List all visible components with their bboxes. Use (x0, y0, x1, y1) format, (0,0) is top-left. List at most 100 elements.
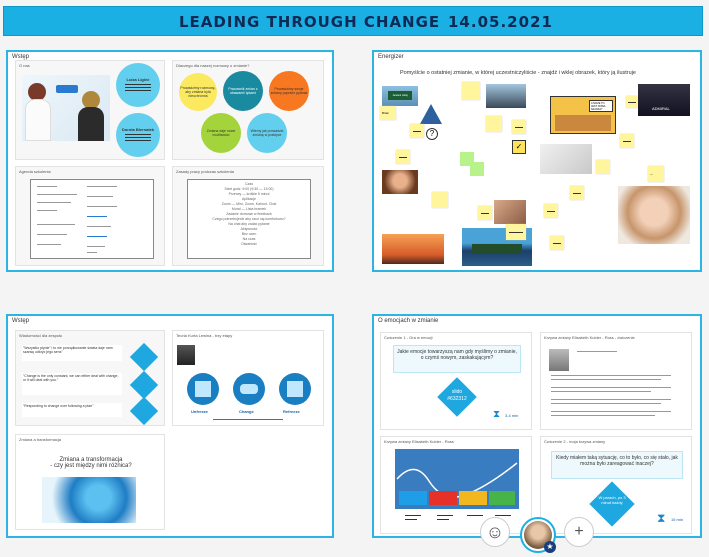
plus-icon: + (574, 523, 584, 540)
pairs-text: W parach, po 3 minut każdy (598, 495, 626, 505)
add-button[interactable]: + (564, 517, 594, 547)
energizer-prompt: Pomyślcie o ostatniej zmianie, w której … (400, 70, 636, 76)
stage-label: Unfreeze (191, 409, 208, 414)
frame-intro-bottom[interactable]: Wstęp Wiadomości dla zespołu "Wszystko p… (6, 314, 334, 538)
sticky-note[interactable] (432, 192, 448, 208)
sticky-note[interactable] (396, 150, 410, 164)
diamond-icon (129, 370, 159, 400)
hourglass-icon: ⧗ (657, 511, 666, 525)
header-banner: LEADING THROUGH CHANGE 14.05.2021 (3, 6, 703, 36)
card-exercise-2[interactable]: Ćwiczenie 2 - moja krzywa zmiany Kiedy m… (540, 436, 692, 534)
slido-diamond: slido #632312 (437, 377, 477, 417)
card-label: O nas (19, 63, 30, 68)
card-transformation[interactable]: Zmiana a transformacja Zmiana a transfor… (15, 434, 165, 530)
card-messages[interactable]: Wiadomości dla zespołu "Wszystko płynie"… (15, 330, 165, 426)
photo-sunset (382, 234, 444, 264)
photo-hand (494, 200, 526, 224)
exercise-1-question: Jakie emocje towarzyszą nam gdy myślimy … (393, 345, 521, 373)
card-label: Zasady pracy podczas szkolenia (176, 169, 234, 174)
quote-1: "Wszystko płynie" i to nie porządkowanie… (22, 345, 122, 361)
bubble-2: Pracownik zmian z obawami/ lękami (223, 71, 263, 111)
ice-cube-icon (187, 373, 219, 405)
smiley-icon: ☺ (485, 521, 505, 542)
card-kubler-curve[interactable]: Krzywa zmiany Elisabeth Kubler - Ross (380, 436, 532, 534)
avatar-button[interactable]: ★ (520, 517, 556, 553)
frame-intro-top[interactable]: Wstęp O nas Luiza Ligieć Dorota Biernate… (6, 50, 334, 272)
sticky-note[interactable] (570, 186, 584, 200)
quote-2: "Change is the only constant, we can eit… (22, 373, 122, 395)
frame-emotions[interactable]: O emocjach w zmianie Ćwiczenie 1 - Gra w… (372, 314, 702, 538)
card-agenda[interactable]: Agenda szkolenia (15, 166, 165, 266)
photo-question-mark: ? (426, 128, 438, 140)
bubble-4: Zmiana daje nowe możliwości (201, 113, 241, 153)
frame-title: Wstęp (12, 318, 30, 324)
sticky-note-green[interactable] (470, 162, 484, 176)
person2-name: Dorota Biernatek (121, 127, 155, 132)
agenda-table (30, 179, 154, 259)
card-lewin-model[interactable]: Teoria Kurta Lewina - trzy etapy Unfreez… (172, 330, 324, 426)
photo-angry-woman (618, 186, 690, 244)
card-label: Wiadomości dla zespołu (19, 333, 63, 338)
stage-label: Refreeze (283, 409, 300, 414)
photo-portrait (549, 349, 569, 371)
card-label: Zmiana a transformacja (19, 437, 62, 442)
card-exercise-1[interactable]: Ćwiczenie 1 - Gra w emocji Jakie emocje … (380, 332, 532, 430)
portrait-photo (177, 345, 195, 365)
sticky-note[interactable] (596, 160, 610, 174)
bubble-5: Wiemy jak prowadzić zmianę w praktyce (247, 113, 287, 153)
photo-checklist: ✓ (512, 140, 526, 154)
change-curve-graphic (395, 449, 519, 509)
card-label: Ćwiczenie 2 - moja krzywa zmiany (544, 439, 606, 444)
card-rules[interactable]: Zasady pracy podczas szkolenia Czas Star… (172, 166, 324, 266)
sticky-note[interactable] (506, 224, 526, 240)
slido-code: #632312 (447, 396, 467, 402)
ice-cube-icon (279, 373, 311, 405)
card-label: Dlaczego dla naszej rozmowy o zmianie? (176, 63, 250, 68)
board-title: LEADING THROUGH CHANGE (179, 13, 441, 31)
frame-title: O emocjach w zmianie (378, 318, 439, 324)
timer-label: 3-4 min (505, 413, 519, 418)
bubble-3: Prowadzimy swoje zmiany poprzez pytania (269, 71, 309, 111)
photo-road (486, 84, 526, 108)
sticky-note[interactable] (626, 96, 638, 108)
hourglass-icon: ⧗ (493, 409, 501, 420)
exercise-2-question: Kiedy miałem taką sytuację, co to było, … (551, 451, 683, 479)
bubble-1: Prowadzimy rozmowę, aby zmiana była nieu… (179, 73, 217, 111)
stage-label: Change (239, 409, 254, 414)
card-kubler-model[interactable]: Krzywa zmiany Elisabeth Kubler - Ross - … (540, 332, 692, 430)
ice-melt-icon (233, 373, 265, 405)
bubble-person2: Dorota Biernatek (116, 113, 160, 157)
photo-pyramid (420, 104, 442, 126)
photo-butterfly (42, 477, 136, 523)
sticky-note[interactable] (544, 204, 558, 218)
card-label: Ćwiczenie 1 - Gra w emocji (384, 335, 433, 340)
photo-road-sign: Jesteś tutaj (382, 86, 418, 106)
card-label: Teoria Kurta Lewina - trzy etapy (176, 333, 233, 338)
photo-screaming-face (382, 170, 418, 194)
reaction-button[interactable]: ☺ (480, 517, 510, 547)
card-about-us[interactable]: O nas Luiza Ligieć Dorota Biernatek (15, 60, 165, 160)
sticky-note[interactable] (486, 116, 502, 132)
photo-pills (540, 144, 592, 174)
sticky-note[interactable] (478, 206, 492, 220)
person1-name: Luiza Ligieć (126, 77, 150, 82)
sticky-note[interactable] (512, 120, 526, 134)
slido-label: slido (451, 389, 463, 395)
frame-title: Wstęp (12, 54, 30, 60)
sticky-note[interactable] (462, 82, 480, 100)
card-questions[interactable]: Dlaczego dla naszej rozmowy o zmianie? P… (172, 60, 324, 160)
card-label: Agenda szkolenia (19, 169, 51, 174)
quote-3: "Responding to change over following a p… (22, 403, 122, 417)
diamond-icon (129, 342, 159, 372)
team-photo (22, 75, 110, 141)
sticky-note[interactable]: — (648, 166, 664, 182)
photo-admiral: ADMIRAL (638, 84, 690, 116)
frame-energizer[interactable]: Energizer Pomyślcie o ostatniej zmianie,… (372, 50, 702, 272)
sticky-note[interactable] (620, 134, 634, 148)
pairs-diamond: W parach, po 3 minut każdy (589, 481, 635, 527)
sticky-note[interactable] (550, 236, 564, 250)
board-date: 14.05.2021 (448, 13, 553, 31)
sticky-note[interactable] (410, 124, 424, 138)
sticky-note[interactable]: Brisk (380, 106, 396, 120)
rules-list: Czas Start godz. 9:00 (9:30 — 13:00) Prz… (187, 179, 311, 259)
